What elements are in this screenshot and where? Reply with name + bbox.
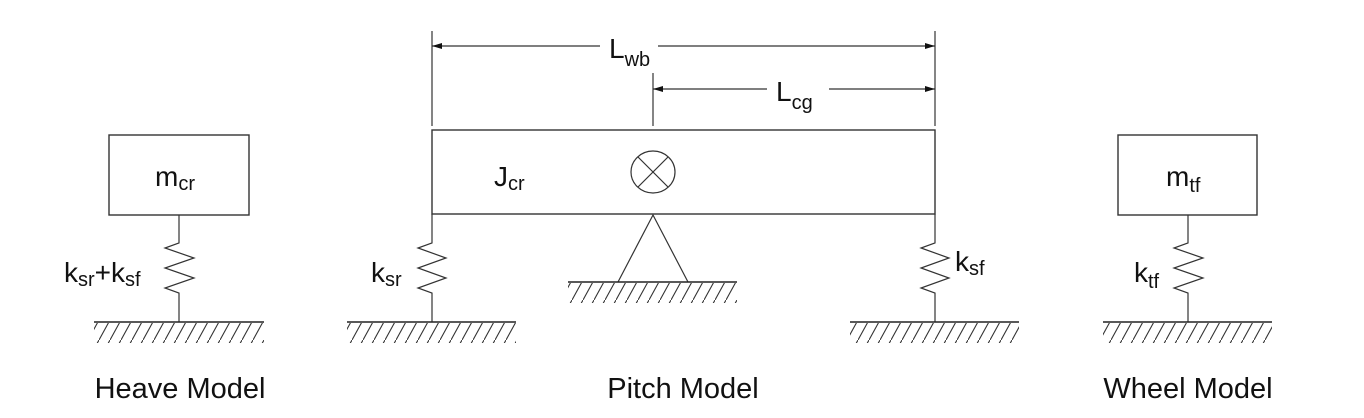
wheel-model: mtf ktf Wheel Model (1103, 134, 1273, 405)
wheel-spring (1172, 215, 1205, 322)
wheelbase-label: Lwb (609, 33, 650, 71)
front-spring (919, 214, 951, 322)
heave-spring-label: ksr+ksf (64, 257, 141, 291)
wheel-mass-block (1117, 134, 1258, 216)
rear-spring (416, 214, 448, 322)
cg-distance-label: Lcg (776, 76, 813, 114)
heave-mass-label: mcr (155, 161, 195, 195)
wheel-mass-label: mtf (1166, 161, 1201, 197)
pitch-model: Lwb Lcg Jcr ksr ksf (347, 31, 1019, 405)
pitch-model-caption: Pitch Model (607, 373, 759, 405)
heave-spring (163, 215, 196, 322)
inertia-label: Jcr (494, 161, 525, 195)
heave-ground (94, 321, 264, 343)
front-ground (850, 321, 1019, 343)
wheel-model-caption: Wheel Model (1103, 373, 1272, 405)
pitch-body-block (431, 129, 936, 215)
heave-model: mcr ksr+ksf Heave Model (64, 134, 266, 405)
wheel-ground (1103, 321, 1272, 343)
pivot-ground (568, 281, 737, 303)
rear-spring-label: ksr (371, 257, 402, 291)
heave-mass-block (108, 134, 250, 216)
pivot-triangle (617, 213, 689, 283)
heave-model-caption: Heave Model (95, 373, 266, 405)
rear-ground (347, 321, 516, 343)
front-spring-label: ksf (955, 246, 985, 280)
center-of-gravity-icon (630, 150, 676, 194)
wheel-spring-label: ktf (1134, 257, 1160, 293)
